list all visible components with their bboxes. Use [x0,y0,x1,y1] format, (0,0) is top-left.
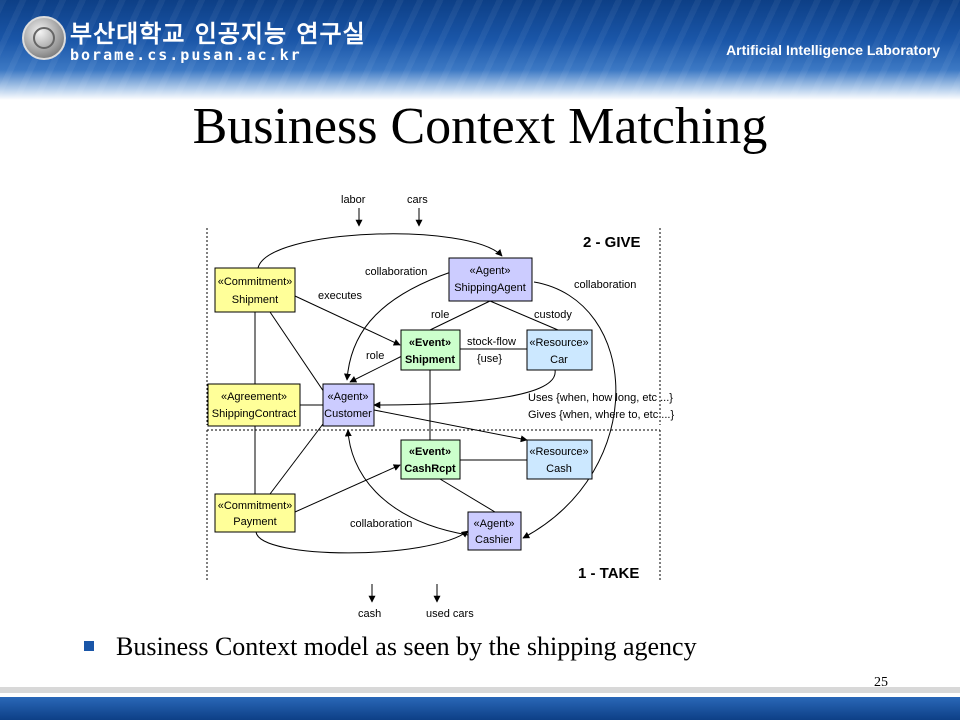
resource-car-stereotype: «Resource» [529,337,588,349]
label-collab-bottom: collaboration [350,518,412,530]
commitment-shipment-stereotype: «Commitment» [218,276,293,288]
event-shipment-name: Shipment [405,354,455,366]
agent-shipping-rect [448,257,533,302]
bullet-text: Business Context model as seen by the sh… [116,632,697,661]
agent-customer-box: «Agent» Customer [322,383,375,427]
commitment-shipment-box: «Commitment» Shipment [214,267,296,313]
agreement-stereotype: «Agreement» [221,391,287,403]
cashrcpt-cashier-connector [439,478,496,513]
label-collab-top-right: collaboration [574,279,636,291]
event-shipment-rect [400,329,461,371]
customer-shipping-curve [343,271,452,381]
collab-top-right-curve [522,281,617,539]
payment-agent-connector [294,464,401,513]
label-role-left: role [366,350,384,362]
role-top-connector-left [429,300,491,331]
agent-cashier-name: Cashier [475,534,513,546]
agent-cashier-box: «Agent» Cashier [467,511,522,551]
header-banner: 부산대학교 인공지능 연구실 borame.cs.pusan.ac.kr Art… [0,0,960,100]
collab-bottom-curve [255,530,469,554]
label-custody: custody [534,309,572,321]
event-cashrcpt-stereotype: «Event» [409,446,451,458]
agent-shipping-name: ShippingAgent [454,282,526,294]
label-collab-top-left: collaboration [365,266,427,278]
payment-customer-link [269,419,327,495]
label-uses: Uses {when, how long, etc ...} [528,392,673,404]
header-texture [0,0,960,100]
shipment-customer-link [269,311,327,396]
flow-cars-label: cars [407,194,428,206]
event-shipment-stereotype: «Event» [409,337,451,349]
agreement-rect [207,383,301,427]
flow-used-cars-label: used cars [426,608,474,620]
resource-cash-box: «Resource» Cash [526,439,593,480]
agent-shipping-stereotype: «Agent» [470,265,511,277]
agent-shipping-box: «Agent» ShippingAgent [448,257,533,302]
uses-gives-connector [373,409,528,443]
commitment-shipment-name: Shipment [232,294,278,306]
customer-cashier-curve [344,429,469,536]
car-customer-curve [373,369,556,409]
role-left-connector [349,355,403,383]
flow-labor-label: labor [341,194,366,206]
lab-korean-title: 부산대학교 인공지능 연구실 [70,20,366,48]
bullet-item: Business Context model as seen by the sh… [84,632,697,662]
event-cashrcpt-rect [400,439,461,480]
label-role-top: role [431,309,449,321]
footer-stripe [0,687,960,693]
resource-cash-name: Cash [546,463,572,475]
event-shipment-box: «Event» Shipment [400,329,461,371]
label-use: {use} [477,353,502,365]
resource-cash-rect [526,439,593,480]
agreement-box: «Agreement» ShippingContract [207,383,301,427]
university-seal-icon [22,16,66,60]
agent-cashier-stereotype: «Agent» [474,518,515,530]
agent-customer-stereotype: «Agent» [328,391,369,403]
footer-band [0,697,960,720]
section-take-label: 1 - TAKE [578,565,639,582]
page-number: 25 [874,675,888,690]
resource-car-box: «Resource» Car [526,329,593,371]
commitment-payment-stereotype: «Commitment» [218,500,293,512]
commitment-payment-box: «Commitment» Payment [214,493,296,533]
label-executes: executes [318,290,363,302]
commitment-payment-name: Payment [233,516,276,528]
event-cashrcpt-name: CashRcpt [404,463,456,475]
commitment-payment-rect [214,493,296,533]
resource-cash-stereotype: «Resource» [529,446,588,458]
resource-car-rect [526,329,593,371]
lab-url: borame.cs.pusan.ac.kr [70,46,302,64]
agent-customer-name: Customer [324,408,372,420]
collab-top-left-curve [257,233,503,269]
square-bullet-icon [84,641,94,652]
label-stock-flow: stock-flow [467,336,516,348]
label-gives: Gives {when, where to, etc ...} [528,409,674,421]
commitment-shipment-rect [214,267,296,313]
agreement-name: ShippingContract [212,408,296,420]
event-cashrcpt-box: «Event» CashRcpt [400,439,461,480]
agent-cashier-rect [467,511,522,551]
custody-connector [489,300,559,331]
agent-customer-rect [322,383,375,427]
seal-ring [33,27,55,49]
lab-name: Artificial Intelligence Laboratory [726,42,940,58]
resource-car-name: Car [550,354,568,366]
slide-title: Business Context Matching [192,98,768,155]
executes-connector [294,295,401,346]
section-give-label: 2 - GIVE [583,234,641,251]
flow-cash-label: cash [358,608,381,620]
